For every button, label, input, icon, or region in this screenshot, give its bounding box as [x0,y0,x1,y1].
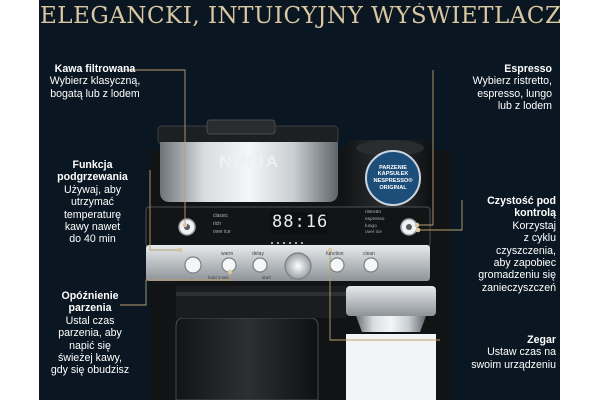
callout-espresso-line-3: lub z lodem [497,100,552,113]
callout-warming-line-1: Używaj, aby [63,183,122,196]
callout-lines [120,69,463,341]
callout-filter-coffee-title: Kawa filtrowana [54,63,136,75]
display-mode-right: ristretto espresso lungo over ice [365,210,384,237]
callout-warming-line-3: temperaturę [63,208,122,221]
callout-cleaning-line-1: Korzystaj [512,219,556,232]
mode-classic: classic [213,213,229,219]
display-mode-left: classic rich over ice [213,212,231,236]
carafe-steel-base [176,286,346,318]
badge-line-3: NESPRESSO® [373,178,413,184]
badge-line-1: PARZENIE [379,164,407,171]
callout-espresso-title: Espresso [504,63,552,75]
callout-cleaning-line-4: aby zapobiec [493,257,556,270]
callout-warming: Funkcja podgrzewania Używaj, aby utrzyma… [40,159,145,246]
mode-ristretto: ristretto [365,210,381,215]
function-button [329,257,345,273]
callout-delay-title-1: Opóźnienie [61,290,119,302]
mode-rich: rich [213,221,222,227]
callout-espresso: Espresso Wybierz ristretto, espresso, lu… [440,63,552,113]
callout-warming-title-2: podgrzewania [57,171,128,184]
callout-filter-coffee-line-1: Wybierz klasyczną, [49,75,141,88]
callout-filter-coffee-line-2: bogatą lub z lodem [50,87,140,100]
warm-label: warm [221,251,234,257]
callout-warming-line-4: kawy nawet [64,221,121,234]
badge-line-4: ORIGINAL [379,184,407,191]
callout-clock-title: Zegar [527,334,556,346]
clean-button [363,257,379,273]
mode-espresso: espresso [365,216,385,222]
callout-clock: Zegar Ustaw czas na swoim urządzeniu [450,334,556,371]
display-time: 88:16 [272,212,329,232]
right-steel-housing [346,286,436,316]
capsule-badge: PARZENIE KAPSUŁEK NESPRESSO® ORIGINAL [365,150,421,206]
mode-lungo: lungo [365,223,377,229]
brand-logo: NINJA [219,152,281,171]
main-dial [284,252,312,280]
callout-cleaning-title-2: kontrolą [514,207,556,220]
steel-hopper [160,142,338,202]
callout-warming-title-1: Funkcja [72,159,113,171]
callout-cleaning-line-6: zanieczyszczeń [481,281,556,294]
callout-delay-brew: Opóźnienie parzenia Ustal czas parzenia,… [40,290,140,377]
hold-label: hold 3 sec [208,275,229,280]
callout-cleaning: Czystość pod kontrolą Korzystaj z cyklu … [450,195,556,294]
callout-delay-line-3: napić się [69,339,111,352]
badge-line-2: KAPSUŁEK [377,171,409,178]
espresso-outlet [356,316,426,332]
function-label: function [326,251,344,257]
display-window [270,212,328,234]
capsule-top [356,140,424,156]
delay-label: delay [252,251,264,257]
callout-dots [177,222,421,275]
callout-clock-line-2: swoim urządzeniu [471,358,556,371]
callout-cleaning-line-3: czyszczenia, [495,244,556,257]
callout-espresso-line-1: Wybierz ristretto, [472,75,552,88]
callout-warming-line-2: utrzymać [71,196,114,209]
start-label: start [262,275,271,280]
page-title: ELEGANCKI, INTUICYJNY WYŚWIETLACZ [40,3,560,29]
callout-delay-line-1: Ustal czas [65,314,115,327]
power-button [184,256,202,274]
warm-button [221,257,237,273]
callout-delay-line-2: parzenia, aby [58,327,122,340]
callout-clock-line-1: Ustaw czas na [487,346,556,359]
mode-over-ice: over ice [213,229,231,235]
carafe [175,317,319,400]
delay-button [252,257,268,273]
display-dots [271,242,303,244]
callout-espresso-line-2: espresso, lungo [477,87,552,100]
callout-delay-line-4: świeżej kawy, [58,352,122,365]
callout-delay-title-2: parzenia [68,302,112,315]
callout-delay-line-5: gdy się obudzisz [50,364,130,377]
cup-area [346,334,436,400]
callout-cleaning-line-2: z cyklu [523,232,556,245]
callout-warming-line-5: do 40 min [69,233,116,246]
mode-over-ice-right: over ice [365,230,382,236]
callout-cleaning-title-1: Czystość pod [487,195,556,207]
callout-cleaning-line-5: gromadzeniu się [478,269,556,282]
lid-handle [206,119,276,135]
clean-label: clean [363,251,375,257]
callout-filter-coffee: Kawa filtrowana Wybierz klasyczną, bogat… [40,63,150,100]
